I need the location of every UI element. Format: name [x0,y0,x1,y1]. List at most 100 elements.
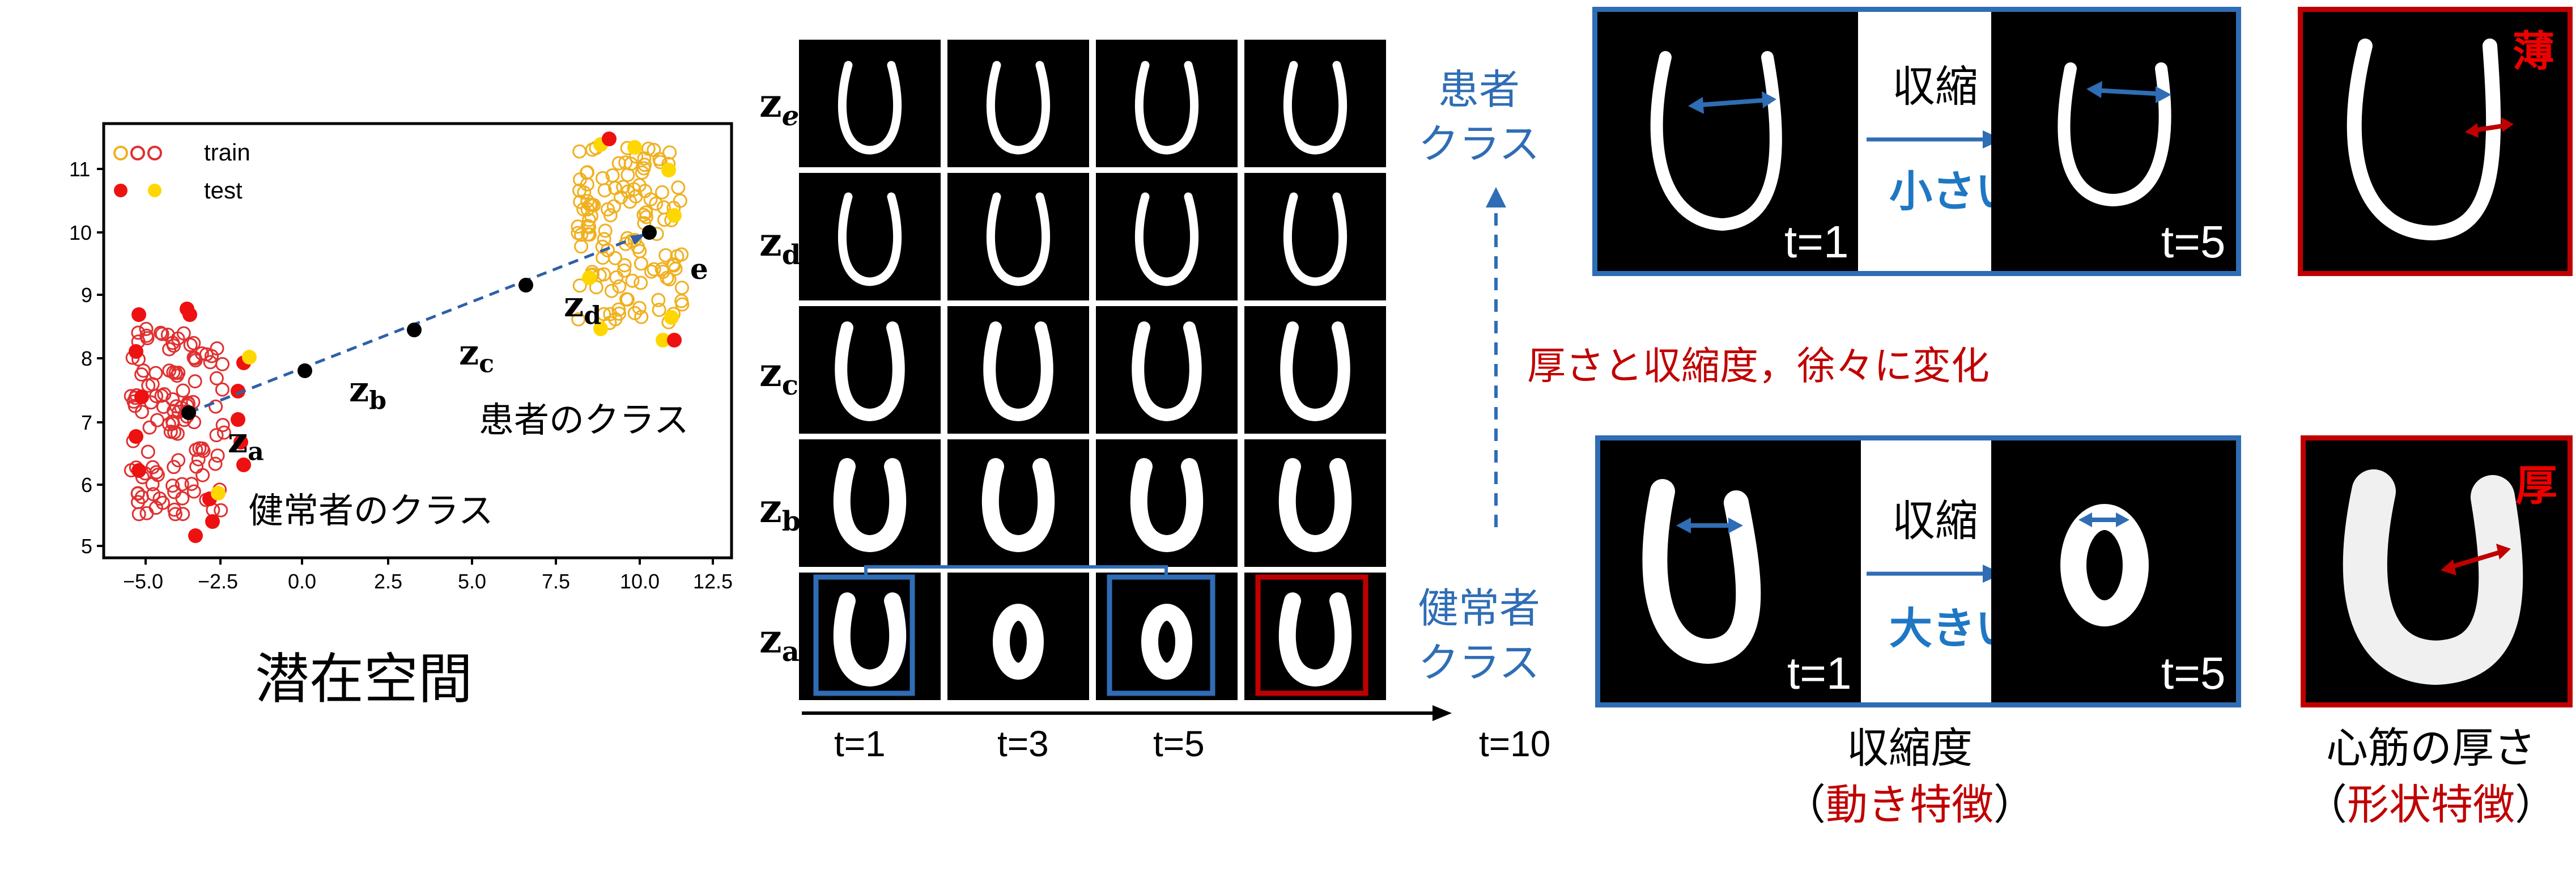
test-point-patient [211,486,226,501]
class-transition-arrow [1486,187,1506,527]
patient-thickness-image: 薄 [2303,12,2568,271]
train-point-patient [617,263,631,278]
train-point-patient [581,213,596,227]
test-point-healthy [231,412,245,427]
paren-open-2: （ [2305,781,2347,829]
train-point-healthy [209,371,224,385]
patient-thickness-panel: 薄 [2298,7,2573,276]
x-tick-label: 5.0 [458,570,487,593]
row-label-zb-main: z [759,485,782,532]
y-tick-label: 6 [81,473,93,497]
healthy-t5-label: t=5 [2161,648,2226,698]
train-point-patient [580,219,595,234]
test-point-patient [664,310,679,325]
train-point-patient [636,161,651,176]
paren-open-1: （ [1784,781,1826,829]
train-point-patient [574,239,589,254]
train-point-healthy [175,477,189,491]
train-point-patient [675,281,689,295]
y-tick-label: 11 [69,158,91,181]
train-point-healthy [208,456,223,471]
train-point-healthy [150,413,164,427]
time-label-t10: t=10 [1479,723,1551,764]
train-point-healthy [155,327,169,341]
patient-class-line1: 患者 [1438,66,1520,113]
train-point-patient [603,208,618,223]
y-ticks [97,168,104,547]
row-label-ze-main: z [759,79,782,126]
row-label-za: za [759,615,800,668]
paren-close-2: ） [2515,781,2557,829]
y-tick-label: 7 [81,411,93,434]
latent-space-caption: 潜在空間 [255,647,473,711]
image-grid: ze zd zc zb za [737,0,1550,873]
train-point-patient [662,272,677,287]
train-point-healthy [131,325,146,340]
train-point-healthy [215,418,230,433]
train-point-healthy [186,350,201,365]
shape-feature-text: 形状特徴 [2347,781,2515,829]
train-point-healthy [195,468,210,482]
train-point-patient [577,185,592,200]
train-point-patient [658,248,673,262]
train-point-healthy [188,353,203,368]
highlight-connector [864,565,1168,577]
train-point-patient [603,307,618,321]
train-point-healthy [183,338,198,352]
train-point-healthy [149,389,164,404]
train-point-healthy [176,507,190,522]
healthy-class-line2: クラス [1418,639,1540,686]
patient-contraction-label: 収縮 [1892,61,1978,112]
train-point-healthy [184,477,199,491]
row-label-zb: zb [759,485,801,537]
row-label-zd: zd [759,218,801,271]
legend-train-red-2 [147,146,162,160]
label-zc-main: z [459,332,479,373]
train-point-healthy [191,452,206,467]
point-ze [642,225,657,240]
train-point-healthy [156,400,171,414]
test-point-patient [627,140,642,155]
train-point-patient [673,193,687,208]
train-point-patient [571,312,586,327]
plot-frame [102,122,733,560]
train-point-healthy [214,503,228,518]
train-point-healthy [203,355,218,370]
healthy-class-line1: 健常者 [1417,584,1540,632]
legend-train-red [130,146,145,160]
train-point-healthy [176,383,190,398]
train-point-patient [675,297,690,312]
train-point-patient [666,257,681,272]
train-point-patient [651,293,666,307]
y-tick-label: 9 [81,283,93,307]
path-arrowhead [630,234,646,245]
train-point-patient [611,302,626,317]
train-point-healthy [141,378,156,393]
train-point-healthy [168,507,182,522]
row-label-za-main: z [759,615,782,662]
test-point-patient [667,208,682,223]
healthy-contraction-arrow [1867,565,2003,583]
train-point-patient [596,171,610,185]
thin-label: 薄 [2513,27,2554,76]
label-za-sub: a [248,437,264,467]
train-point-patient [597,232,611,247]
row-label-zd-main: z [759,218,782,265]
motion-feature-text: 動き特徴 [1826,781,1993,829]
patient-contraction-arrow [1867,130,2003,149]
patient-class-side: 患者 クラス [1411,62,1547,171]
train-point-patient [572,278,587,293]
train-point-healthy [155,495,170,510]
patient-heart-t5 [2058,62,2171,207]
train-point-healthy [167,425,182,440]
row-label-za-sub: a [781,636,800,668]
point-za [181,405,196,420]
test-point-healthy [131,307,146,322]
patient-frame-t1: t=1 [1597,12,1858,271]
train-point-patient [581,227,596,241]
train-point-healthy [169,368,184,383]
thick-label: 厚 [2515,461,2557,510]
train-point-healthy [131,507,146,522]
highlight-t5 [1107,574,1215,696]
train-point-patient [655,185,669,200]
